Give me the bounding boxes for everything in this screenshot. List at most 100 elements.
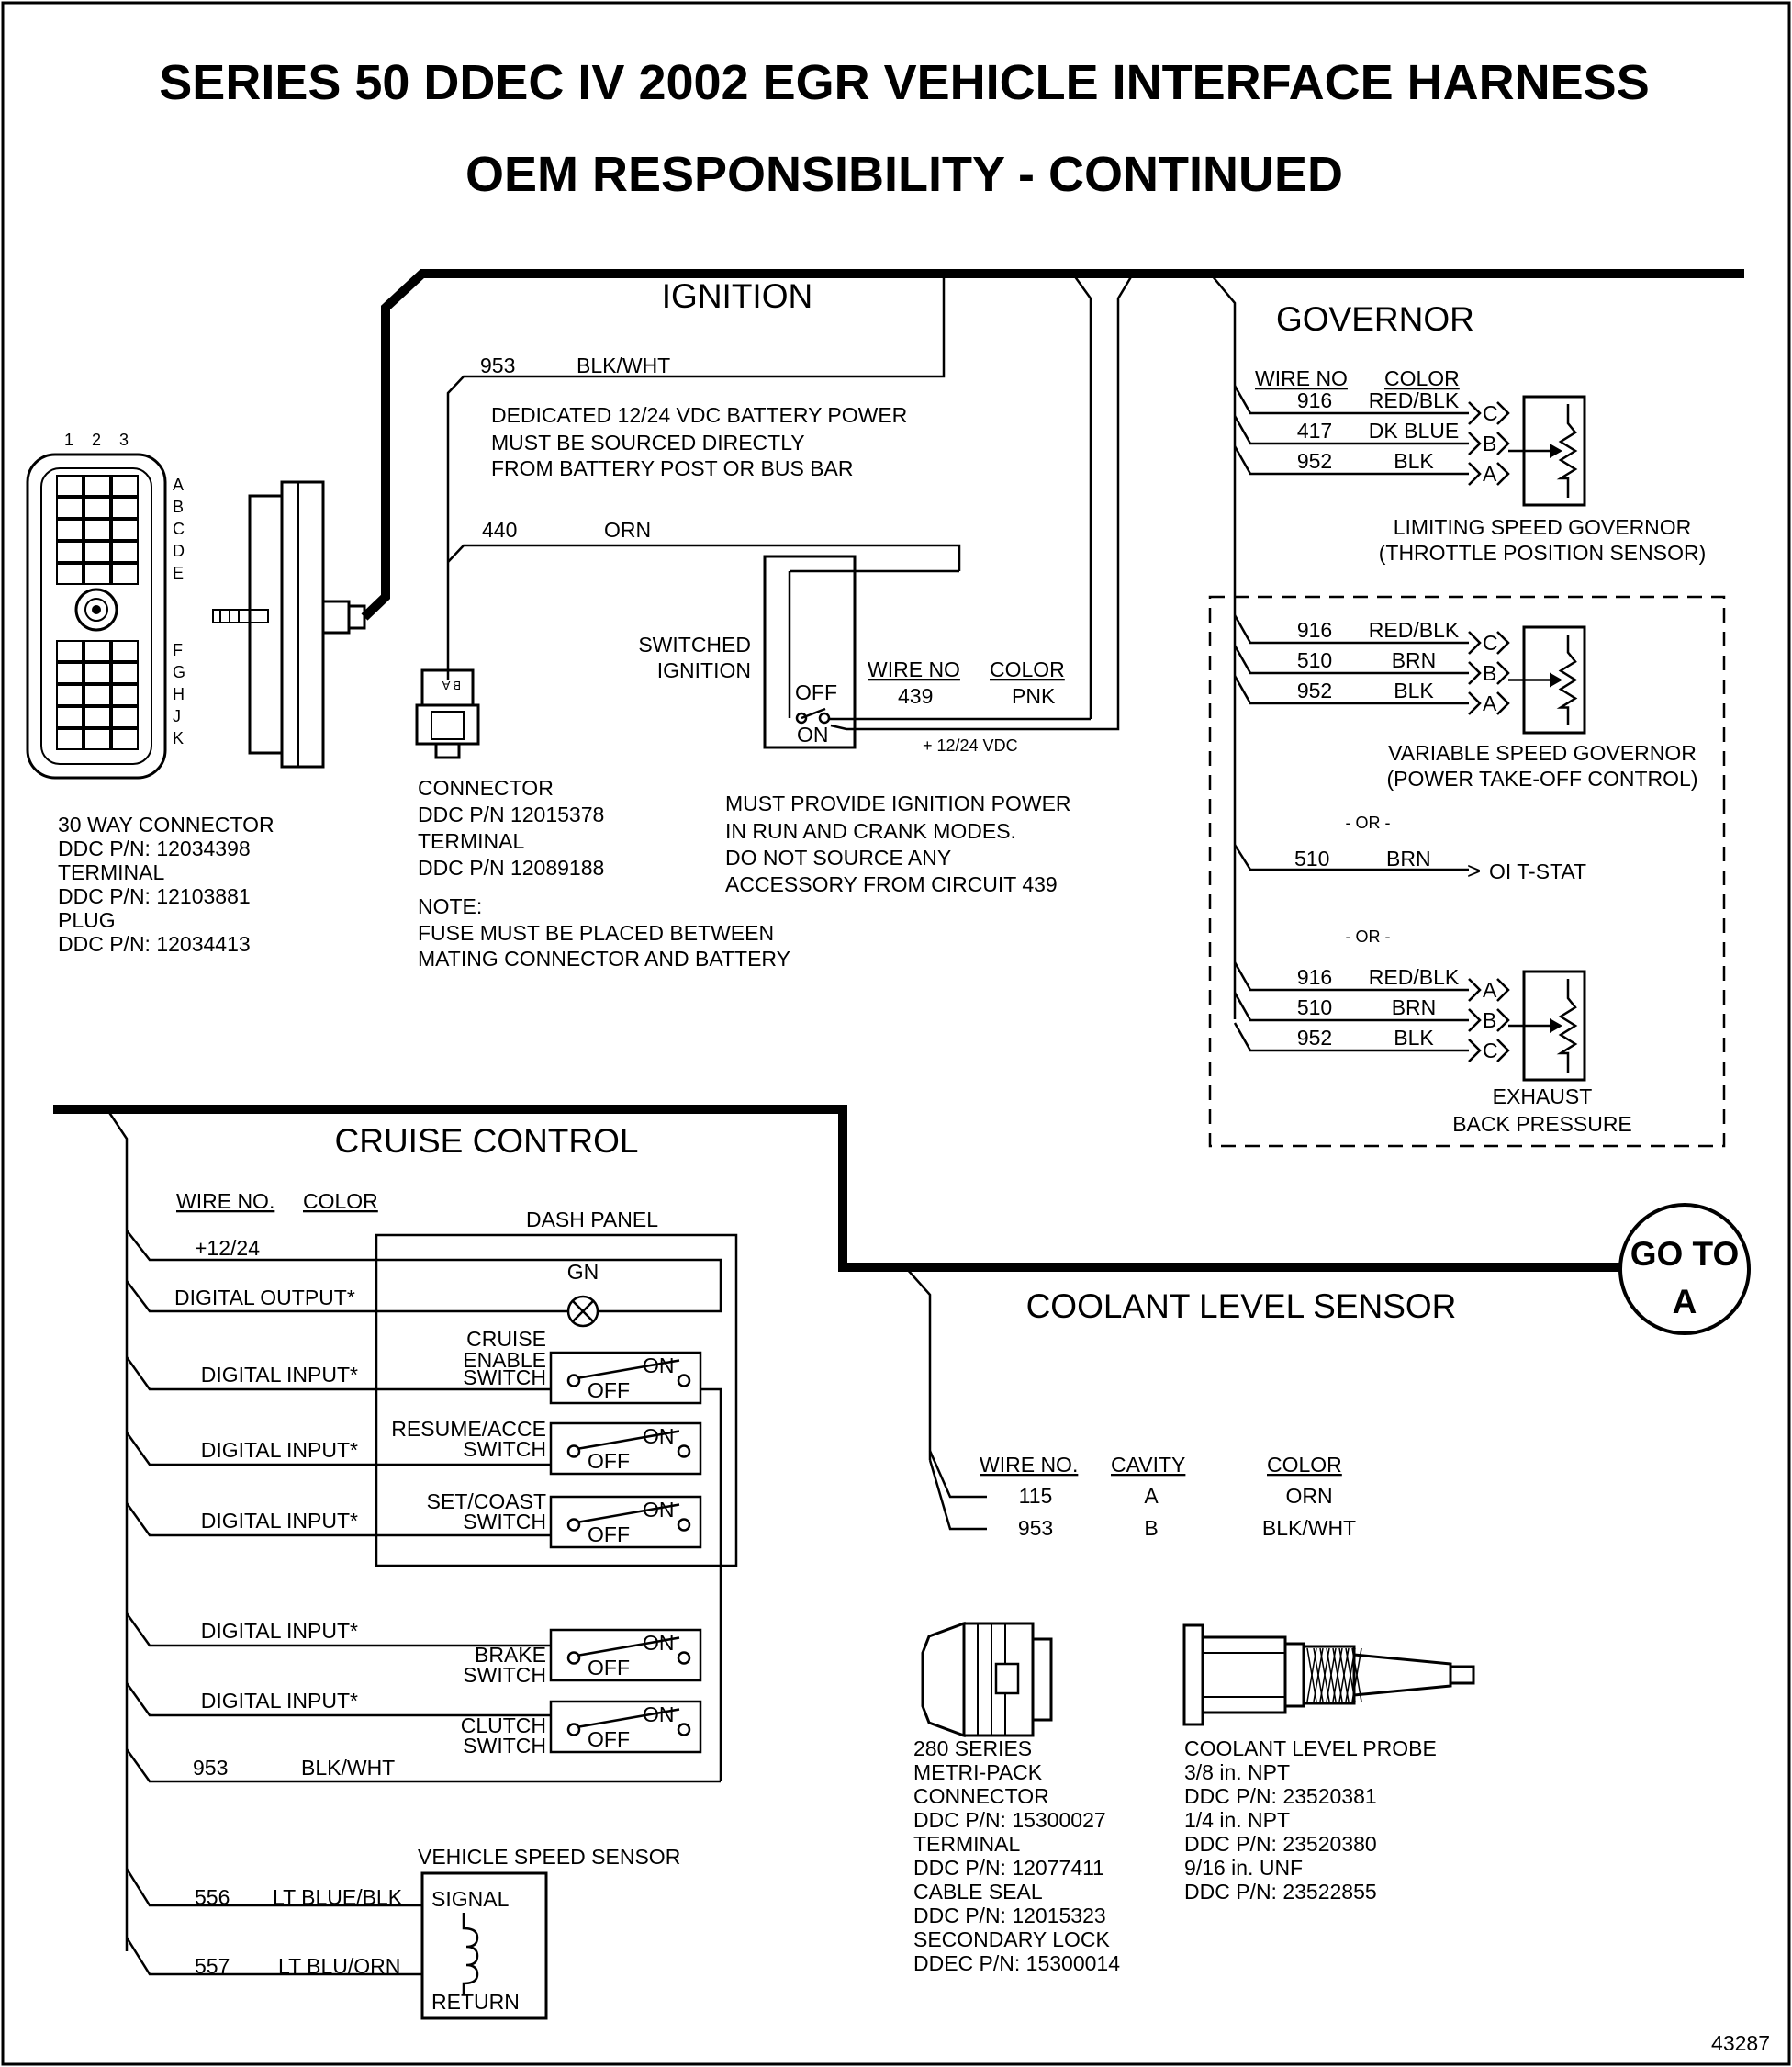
- switch-box: [549, 1628, 702, 1682]
- coolant-heading: COOLANT LEVEL SENSOR: [1026, 1287, 1457, 1325]
- digital-input-label: DIGITAL INPUT*: [201, 1438, 358, 1462]
- governor-pin-letter: A: [1483, 691, 1497, 715]
- vss-wire-556: [125, 1868, 422, 1907]
- connector-row-label: G: [173, 663, 185, 681]
- coolant-header-cavity: CAVITY: [1111, 1453, 1185, 1477]
- probe-note-line: COOLANT LEVEL PROBE: [1184, 1736, 1437, 1760]
- digital-input-label: DIGITAL INPUT*: [201, 1363, 358, 1387]
- vdc-label: + 12/24 VDC: [923, 736, 1018, 755]
- fuse-note-line: NOTE:: [418, 894, 482, 918]
- vss-w1-number: 556: [195, 1885, 230, 1909]
- connector-cavity: [111, 728, 139, 750]
- goto-a-marker[interactable]: GO TO A: [1618, 1203, 1751, 1335]
- connector-row-label: D: [173, 542, 185, 560]
- tstat-arrow: >: [1467, 857, 1481, 884]
- switch-contact: [566, 1444, 581, 1458]
- coolant-row-color: ORN: [1285, 1484, 1332, 1508]
- switch-box: [549, 1700, 702, 1754]
- fuse-note-line: FUSE MUST BE PLACED BETWEEN: [418, 921, 774, 945]
- vss-w2-number: 557: [195, 1954, 230, 1978]
- title-line-2: OEM RESPONSIBILITY - CONTINUED: [465, 147, 1343, 202]
- governor-wire: [1233, 675, 1469, 705]
- coolant-wire-115: [928, 1450, 987, 1499]
- connector-cavity: [111, 475, 139, 497]
- power-label: +12/24: [195, 1236, 260, 1260]
- pin-arrow: [1496, 462, 1510, 486]
- metri-pack-note-line: SECONDARY LOCK: [913, 1927, 1111, 1951]
- coolant-branch: [906, 1268, 932, 1460]
- connector-cavity: [84, 541, 111, 563]
- switch-box: [549, 1421, 702, 1476]
- ign-wire-no-header: WIRE NO: [868, 657, 960, 681]
- note-line: PLUG: [58, 908, 116, 932]
- potentiometer: [1556, 635, 1578, 725]
- switch-name: SWITCH: [463, 1365, 546, 1389]
- cruise-trunk: [53, 1105, 1625, 1272]
- governor-wire-color: DK BLUE: [1369, 419, 1459, 443]
- pin-arrow: [1496, 401, 1510, 425]
- connector-col-1: 1: [64, 431, 73, 449]
- connector-cavity: [84, 706, 111, 728]
- pin-arrow: [1468, 401, 1482, 425]
- connector-cavity: [84, 684, 111, 706]
- switch-contact: [677, 1518, 691, 1532]
- switch-on-label: ON: [643, 1354, 675, 1377]
- connector-cavity: [111, 519, 139, 541]
- connector-cavity: [111, 640, 139, 662]
- vss-w1-color: LT BLUE/BLK: [273, 1885, 403, 1909]
- connector-cavity: [56, 684, 84, 706]
- wiper-arrow: [1550, 1018, 1562, 1033]
- connector-cavity: [56, 541, 84, 563]
- wire-440-color: ORN: [604, 518, 651, 542]
- coolant-row-color: BLK/WHT: [1262, 1516, 1356, 1540]
- governor-caption: LIMITING SPEED GOVERNOR: [1394, 515, 1692, 539]
- metri-pack-note-line: DDEC P/N: 15300014: [913, 1951, 1120, 1975]
- connector-30-notes: 30 WAY CONNECTOR DDC P/N: 12034398 TERMI…: [58, 813, 274, 956]
- pin-arrow: [1496, 978, 1510, 1002]
- governor-wire: [1233, 385, 1469, 415]
- switch-contact: [566, 1518, 581, 1532]
- connector-row-label: B: [173, 498, 184, 516]
- governor-wire-color: RED/BLK: [1369, 965, 1460, 989]
- switch-contact: [677, 1444, 691, 1458]
- probe-note-line: DDC P/N: 23520381: [1184, 1784, 1377, 1808]
- governor-wire-color: BLK: [1394, 1026, 1434, 1050]
- switch-on-label: ON: [797, 723, 829, 747]
- note-line: DDC P/N: 12103881: [58, 884, 251, 908]
- wire-953-cruise: [125, 1748, 721, 1783]
- governor-wire: [1233, 614, 1469, 645]
- switch-on-label: ON: [643, 1498, 675, 1522]
- pin-arrow: [1496, 691, 1510, 715]
- governor-pin-letter: A: [1483, 978, 1497, 1002]
- switched-ignition-label: IGNITION: [657, 658, 751, 682]
- note-line: 30 WAY CONNECTOR: [58, 813, 274, 837]
- connector-note-line: DDC P/N 12089188: [418, 856, 604, 880]
- connector-cavity: [84, 519, 111, 541]
- connector-row-label: A: [173, 476, 184, 494]
- switch-name: RESUME/ACCE: [391, 1417, 546, 1441]
- metri-pack-note-line: TERMINAL: [913, 1832, 1021, 1856]
- connector-row-label: H: [173, 685, 185, 703]
- power-wire: [126, 1230, 376, 1262]
- governor-wire: [1233, 992, 1469, 1022]
- lamp-label: GN: [567, 1260, 599, 1284]
- metri-pack-note-line: CABLE SEAL: [913, 1880, 1043, 1904]
- switch-name: CRUISE: [466, 1327, 546, 1351]
- metri-pack-connector: [921, 1621, 1053, 1738]
- governor-wire-number: 510: [1297, 648, 1332, 672]
- switch-off-label: OFF: [588, 1449, 630, 1473]
- governor-wire: [1233, 415, 1469, 445]
- connector-cavity: [111, 684, 139, 706]
- digital-output-wire: [126, 1258, 722, 1313]
- gov-color-header: COLOR: [1384, 366, 1460, 390]
- switch-on-label: ON: [643, 1702, 675, 1726]
- governor-pin-letter: B: [1483, 661, 1496, 685]
- metri-pack-note-line: DDC P/N: 12077411: [913, 1856, 1104, 1880]
- connector-cavity: [56, 728, 84, 750]
- pin-arrow: [1468, 1008, 1482, 1032]
- switch-contact: [677, 1374, 691, 1387]
- dash-panel: [375, 1233, 738, 1567]
